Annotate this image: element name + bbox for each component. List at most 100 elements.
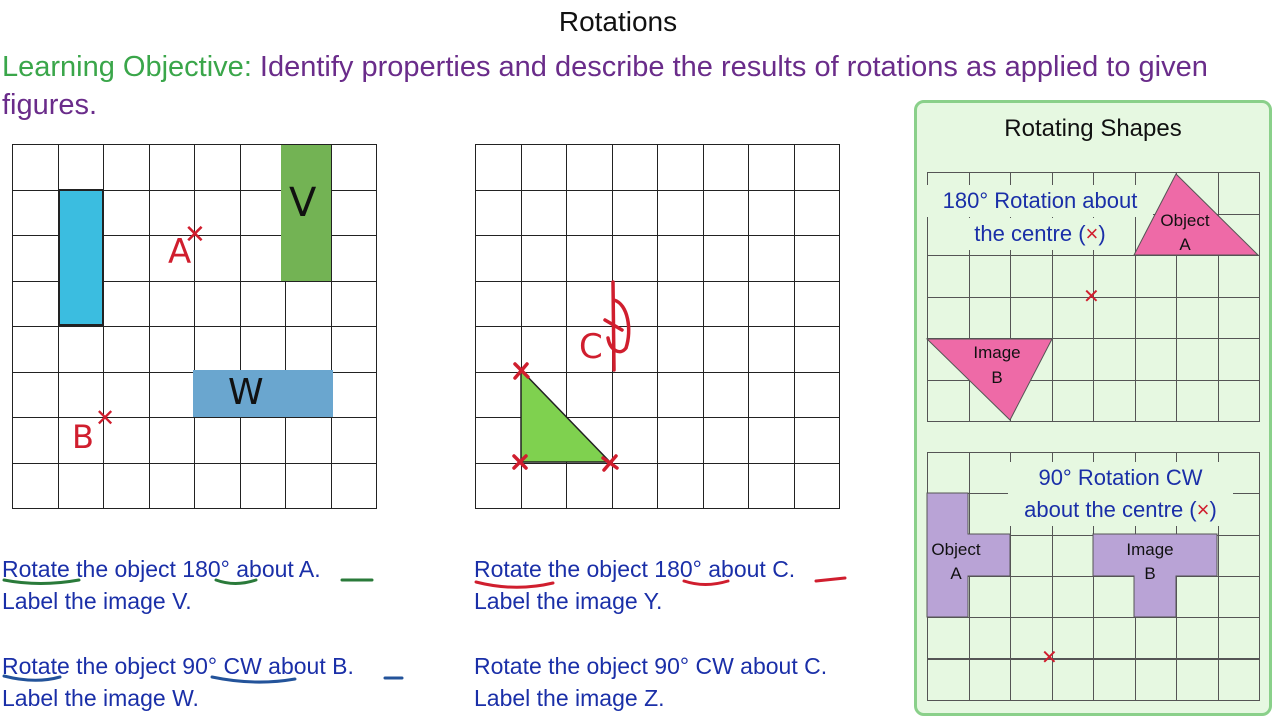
grid-cell [1176, 379, 1219, 422]
grid-cell [657, 280, 704, 327]
grid-cell [194, 280, 241, 327]
grid-cell [103, 189, 150, 236]
grid-cell [968, 493, 1011, 536]
grid-cell [12, 462, 59, 509]
label-v: V [289, 180, 317, 226]
grid-cell [1134, 617, 1177, 660]
grid-cell [1051, 338, 1094, 381]
grid-cell [1176, 255, 1219, 298]
grid-cell [702, 326, 749, 373]
grid-cell [968, 296, 1011, 339]
grid-cell [148, 326, 195, 373]
underline-c-q3 [814, 576, 847, 583]
grid-cell [1134, 379, 1177, 422]
example2-caption-text: about the centre ( [1024, 497, 1197, 522]
grid-cell [611, 417, 658, 464]
grid-cell [475, 235, 522, 282]
example1-image-label-1: Image [973, 343, 1021, 362]
grid-cell [1217, 575, 1260, 619]
grid-cell [927, 452, 970, 495]
grid-cell [1217, 534, 1260, 577]
grid-cell [793, 371, 840, 418]
example2-caption-line2: about the centre (×) [1008, 494, 1233, 526]
instruction-q2-line2: Label the image W. [2, 685, 199, 711]
grid-cell [475, 326, 522, 373]
grid-cell [968, 255, 1011, 298]
grid-cell [793, 280, 840, 327]
grid-cell [330, 417, 377, 464]
grid-cell [285, 326, 332, 373]
grid-cell [793, 189, 840, 236]
point-c-label: C [579, 327, 603, 367]
grid-cell [793, 144, 840, 191]
grid-cell [1010, 296, 1053, 339]
example1-caption-end: ) [1098, 221, 1106, 246]
instruction-q2-line1: Rotate the object 90° CW about B. [2, 653, 354, 679]
grid-cell [1134, 296, 1177, 339]
instruction-q3-line2: Label the image Y. [474, 588, 663, 614]
grid-cell [702, 371, 749, 418]
grid-cell [1134, 658, 1177, 701]
example1-caption-text: the centre ( [974, 221, 1086, 246]
grid-cell [748, 235, 795, 282]
grid-cell [330, 280, 377, 327]
example1-caption-line1: 180° Rotation about [927, 185, 1153, 217]
instruction-q4-line2: Label the image Z. [474, 685, 665, 711]
grid-cell [968, 658, 1011, 701]
objective-label: Learning Objective: [2, 51, 252, 83]
panel-title: Rotating Shapes [1004, 115, 1182, 142]
grid-cell [702, 417, 749, 464]
grid-cell [1010, 534, 1053, 577]
grid-cell [148, 371, 195, 418]
grid-cell [1093, 617, 1136, 660]
grid-cell [520, 371, 567, 418]
grid-cell [12, 417, 59, 464]
grid-cell [239, 235, 286, 282]
example1-caption-mark: × [1085, 221, 1099, 246]
grid-cell [748, 280, 795, 327]
grid-cell [566, 280, 613, 327]
instruction-q3-line1: Rotate the object 180° about C. [474, 556, 796, 582]
label-w: W [228, 372, 264, 413]
grid-cell [194, 326, 241, 373]
grid-cell [748, 144, 795, 191]
grid-cell [1010, 255, 1053, 298]
grid-cell [57, 326, 104, 373]
grid-cell [611, 235, 658, 282]
grid-cell [927, 617, 970, 660]
grid-cell [520, 462, 567, 509]
example1-centre-mark: ✕ [1083, 284, 1100, 308]
example2-object-label-1: Object [931, 540, 981, 559]
grid-cell [103, 462, 150, 509]
grid-cell [520, 144, 567, 191]
grid-cell [657, 462, 704, 509]
grid-cell [1176, 617, 1219, 660]
grid-cell [1093, 379, 1136, 422]
grid-cell [475, 144, 522, 191]
instruction-q1-line2: Label the image V. [2, 588, 192, 614]
grid-cell [520, 280, 567, 327]
grid-cell [793, 326, 840, 373]
example2-object-label-2: A [950, 564, 962, 583]
grid-cell [927, 296, 970, 339]
grid-cell [566, 371, 613, 418]
example1-object-label-2: A [1179, 235, 1191, 254]
grid-cell [475, 371, 522, 418]
grid-cell [1134, 255, 1177, 298]
grid-cell [657, 189, 704, 236]
grid-cell [1217, 658, 1260, 701]
grid-cell [194, 462, 241, 509]
grid-cell [1093, 338, 1136, 381]
grid-cell [566, 462, 613, 509]
grid-cell [927, 493, 970, 536]
grid-cell [194, 144, 241, 191]
grid-cell [285, 280, 332, 327]
grid-cell [475, 462, 522, 509]
grid-cell [793, 462, 840, 509]
grid-cell [748, 462, 795, 509]
grid-cell [12, 371, 59, 418]
grid-cell [566, 235, 613, 282]
grid-cell [611, 189, 658, 236]
grid-cell [103, 326, 150, 373]
grid-cell [239, 326, 286, 373]
